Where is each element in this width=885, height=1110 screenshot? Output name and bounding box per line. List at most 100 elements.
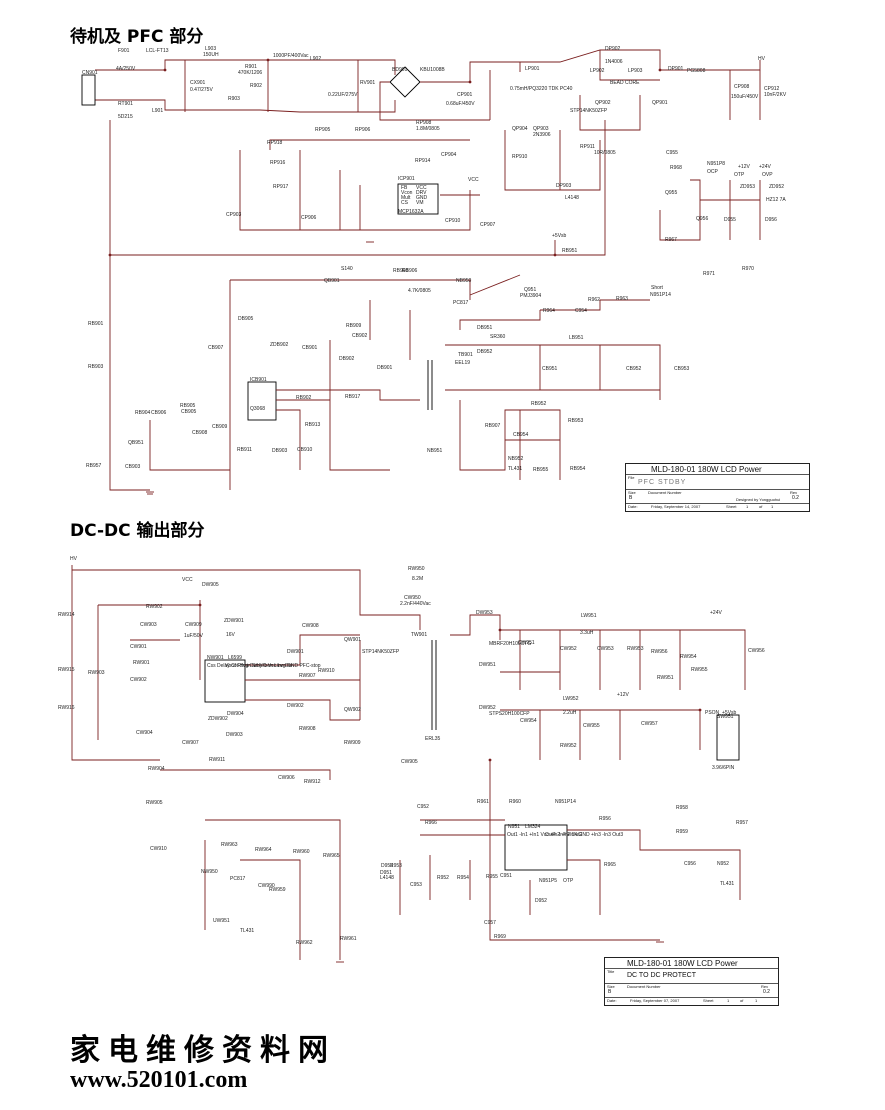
pfc-p24-label: +24V: [759, 164, 771, 170]
pfc-cy-label: 1000PF/400Vac: [273, 53, 309, 59]
dcdc-l4148b-label: L4148: [380, 875, 394, 881]
pfc-rp918-label: RP918: [267, 140, 283, 146]
file-value: PFC STDBY: [638, 479, 687, 486]
dcdc-sw951-label: SW951: [717, 714, 734, 720]
dcdc-rw950v-label: 8.2M: [412, 576, 424, 582]
pfc-d956-label: D956: [765, 217, 777, 223]
pfc-cx901-label: CX901: [190, 80, 206, 86]
pfc-ocp-label: OCP: [707, 169, 718, 175]
dcdc-rw903-label: RW903: [88, 670, 105, 676]
pfc-cb907-label: CB907: [208, 345, 224, 351]
dcdc-dw904-label: DW904: [227, 711, 244, 717]
pfc-short-label: Short: [651, 285, 663, 291]
dcdc-dw951-label: DW951: [479, 662, 496, 668]
dcdc-c953-label: C953: [410, 882, 422, 888]
pfc-rb902-label: RB902: [296, 395, 312, 401]
pfc-bead-label: BEAD CORE: [610, 80, 640, 86]
pfc-cb952-label: CB952: [626, 366, 642, 372]
pfc-qp901-label: QP901: [652, 100, 668, 106]
dcdc-zdw901-label: ZDW901: [224, 618, 244, 624]
pfc-rp911v-label: 10R/0805: [594, 150, 616, 156]
dcdc-rw959-label: RW959: [269, 887, 286, 893]
pfc-r970-label: R970: [742, 266, 754, 272]
dcdc-uw951-label: UW951: [213, 918, 230, 924]
dcdc-cw951-label: CW951: [518, 640, 535, 646]
dcdc-cw950v-label: 2.2nF/440Vac: [400, 601, 431, 607]
pfc-pins5-label: VCC: [416, 185, 427, 191]
pfc-bd901v-label: KBU1008B: [420, 67, 445, 73]
dcdc-rw911-label: RW911: [209, 757, 226, 763]
pfc-l903v-label: 150UH: [203, 52, 219, 58]
pfc-rv901-label: RV901: [360, 80, 376, 86]
rev-value: 0.2: [763, 989, 770, 995]
dcdc-opins2-label: Out4 -In4 +In4 GND +In3 -In3 Out3: [545, 832, 624, 838]
dcdc-r958-label: R958: [676, 805, 688, 811]
pfc-c954-label: C954: [575, 308, 587, 314]
pfc-rb951-label: RB951: [562, 248, 578, 254]
title-block-pfc: MLD-180-01 180W LCD Power File PFC STDBY…: [625, 463, 810, 512]
pfc-dp902-label: DP902: [605, 46, 621, 52]
pfc-lp902-label: LP902: [590, 68, 605, 74]
pfc-nb950-label: NB950: [456, 278, 472, 284]
dcdc-erl35-label: ERL35: [425, 736, 441, 742]
title-block-title: MLD-180-01 180W LCD Power: [627, 959, 738, 968]
pfc-pins3-label: Mult: [401, 195, 411, 201]
pfc-hz12-label: HZ12 7A: [766, 197, 786, 203]
dcdc-dw905-label: DW905: [202, 582, 219, 588]
dcdc-hv2-label: HV: [70, 556, 77, 562]
pfc-db903-label: DB903: [272, 448, 288, 454]
pfc-rp906-label: RP906: [355, 127, 371, 133]
pfc-r971-label: R971: [703, 271, 715, 277]
dcdc-cw956-label: CW956: [748, 648, 765, 654]
dcdc-zdw902-label: ZDW902: [208, 716, 228, 722]
pfc-q955-label: Q955: [665, 190, 678, 196]
dcdc-cw904-label: CW904: [136, 730, 153, 736]
pfc-r968-label: R968: [670, 165, 682, 171]
pfc-cb901-label: CB901: [302, 345, 318, 351]
dcdc-dw953-label: DW953: [476, 610, 493, 616]
pfc-cp904-label: CP904: [441, 152, 457, 158]
pfc-hv-label: HV: [758, 56, 765, 62]
pfc-q2n-label: 2N3906: [533, 132, 551, 138]
dcdc-lw951-label: LW951: [581, 613, 597, 619]
dcdc-cw953-label: CW953: [597, 646, 614, 652]
dcdc-rw907-label: RW907: [299, 673, 316, 679]
pfc-r963-label: R963: [616, 296, 628, 302]
dcdc-d951-label: D951: [380, 870, 392, 876]
dcdc-qw902-label: QW902: [344, 707, 361, 713]
pfc-icp-label: ICP901: [398, 176, 415, 182]
pfc-zd953-label: ZD953: [740, 184, 756, 190]
dcdc-r955-label: R955: [486, 874, 498, 880]
dcdc-tl431c-label: TL431: [720, 881, 735, 887]
pfc-tb901-label: TB901: [458, 352, 473, 358]
dcdc-c951-label: C951: [500, 873, 512, 879]
dcdc-sw951v-label: 3.96/6PIN: [712, 765, 735, 771]
pfc-db902-label: DB902: [339, 356, 355, 362]
pfc-l4148-label: L4148: [565, 195, 579, 201]
dcdc-n952-label: N952: [717, 861, 729, 867]
dcdc-rw954-label: RW954: [680, 654, 697, 660]
pfc-sr360-label: SR360: [490, 334, 506, 340]
pfc-cb906-label: CB906: [151, 410, 167, 416]
pfc-db952-label: DB952: [477, 349, 493, 355]
dcdc-cw950-label: CW950: [404, 595, 421, 601]
dcdc-c957-label: C957: [484, 920, 496, 926]
size-value: B: [608, 989, 612, 995]
pfc-rb955-label: RB955: [533, 467, 549, 473]
dcdc-r961-label: R961: [477, 799, 489, 805]
dcdc-nw950-label: NW950: [201, 869, 218, 875]
pfc-d5vsb-label: +5Vsb: [552, 233, 567, 239]
pfc-rb957-label: RB957: [86, 463, 102, 469]
dcdc-rw904-label: RW904: [148, 766, 165, 772]
pfc-fuse-label: F901: [118, 48, 130, 54]
pfc-dp901v-label: PG5808: [687, 68, 706, 74]
size-label: Size: [628, 490, 636, 495]
dcdc-d952-label: D952: [535, 898, 547, 904]
dcdc-pc817b-label: PC817: [230, 876, 246, 882]
of-value: 1: [755, 998, 758, 1003]
dcdc-l6599-label: L6599: [228, 655, 242, 661]
footer-site-url: www.520101.com: [70, 1067, 248, 1093]
dcdc-cw952-label: CW952: [560, 646, 577, 652]
dcdc-icpins2-label: Vboot Hvg Out NC Vcc Lvg GND PFC-stop: [225, 663, 321, 669]
pfc-cp907-label: CP907: [480, 222, 496, 228]
